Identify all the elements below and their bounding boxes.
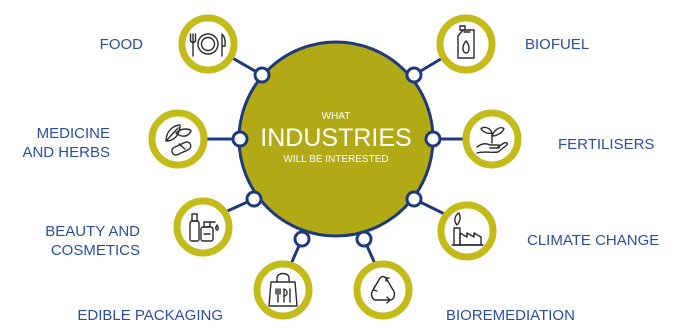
joint-dot [405,190,423,208]
herbs-pill-icon [165,124,192,156]
label-climate-change: CLIMATE CHANGE [527,232,660,249]
joint-dot [405,66,423,84]
cosmetic-bottles-icon [189,213,219,242]
label-fertilisers: FERTILISERS [558,136,655,153]
ring-packaging [253,260,313,320]
ring-bioremediation [353,260,413,320]
fuel-canister-icon [457,25,475,59]
label-food: FOOD [99,36,143,53]
ring-biofuel [436,14,496,74]
joint-dot [245,190,263,208]
joint-dot [231,130,249,148]
factory-leaf-icon [451,212,484,246]
icon-rings [148,14,522,320]
hand-sprout-icon [476,126,508,154]
shopping-bag-cutlery-icon [268,272,298,307]
label-biofuel: BIOFUEL [525,36,590,53]
recycle-icon [370,275,396,304]
joint-dots [231,66,442,248]
label-medicine-and-herbs: MEDICINE AND HERBS [22,125,110,161]
plate-cutlery-icon [189,33,226,57]
joint-dot [293,230,311,248]
label-edible-packaging: EDIBLE PACKAGING [77,307,223,324]
center-subtitle-bottom: WILL BE INTERESTED [283,154,389,165]
center-title: INDUSTRIES [260,124,412,152]
center-subtitle-top: WHAT [321,111,351,122]
ring-medicine [148,109,208,169]
joint-dot [253,66,271,84]
ring-food [178,14,238,74]
joint-dot [355,230,373,248]
joint-dot [424,130,442,148]
label-bioremediation: BIOREMEDIATION [446,307,575,324]
ring-climate [437,201,497,261]
label-beauty-and-cosmetics: BEAUTY AND COSMETICS [45,223,140,259]
